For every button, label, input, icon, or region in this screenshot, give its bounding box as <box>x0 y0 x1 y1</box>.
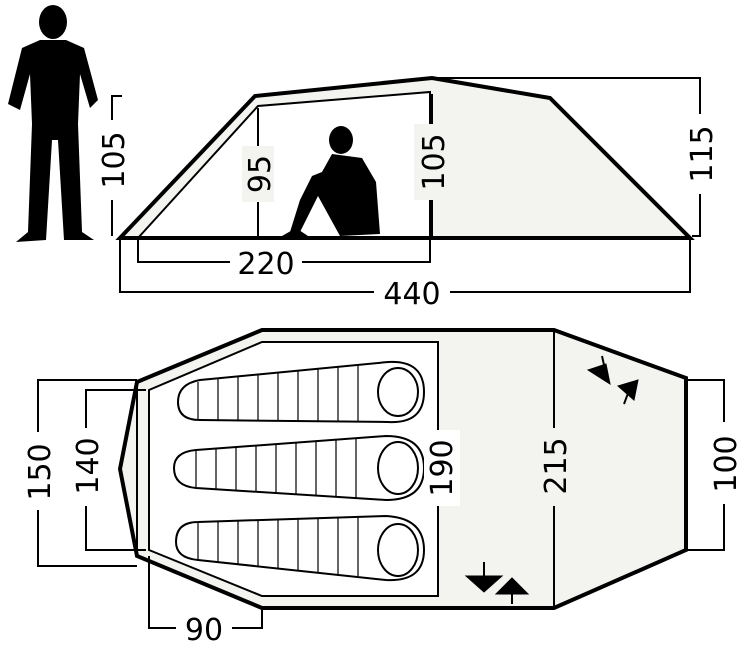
door-arrows-icon <box>586 355 639 405</box>
dim-side-left-height: 105 <box>96 95 132 236</box>
dim-side-inner-length: 220 <box>137 238 431 282</box>
dim-top-inner-length: 190 <box>424 430 460 506</box>
dim-top-end-width-inner-label: 140 <box>71 437 106 494</box>
dim-side-inner-height: 95 <box>242 108 278 236</box>
top-view: 150 140 190 215 100 90 <box>22 328 744 646</box>
dim-side-inner-peak: 105 <box>414 94 452 236</box>
dim-side-left-height-label: 105 <box>97 131 132 188</box>
sitting-person-icon <box>282 126 380 236</box>
side-view: 105 95 105 115 220 4 <box>8 5 720 312</box>
dim-side-inner-length-label: 220 <box>237 247 294 282</box>
dim-top-end-width-inner: 140 <box>70 389 146 551</box>
dim-side-inner-peak-label: 105 <box>417 133 452 190</box>
dim-top-vestibule: 90 <box>148 556 263 646</box>
sleeping-bag-icon <box>176 360 426 424</box>
dim-top-vestibule-label: 90 <box>185 613 223 646</box>
dim-side-inner-height-label: 95 <box>243 155 278 193</box>
dim-top-door-width-label: 100 <box>709 435 744 492</box>
dim-side-total-length-label: 440 <box>383 277 440 312</box>
dim-top-total-width: 215 <box>538 428 574 506</box>
dim-top-end-width-outer: 150 <box>22 379 137 567</box>
door-arrows-icon <box>464 562 530 604</box>
dim-side-peak-height-label: 115 <box>685 125 720 182</box>
dim-side-total-length: 440 <box>119 240 691 312</box>
dim-top-inner-length-label: 190 <box>425 439 460 496</box>
dim-top-door-width: 100 <box>688 379 744 551</box>
dim-side-peak-height: 115 <box>432 77 720 237</box>
standing-person-icon <box>8 5 98 242</box>
sleeping-bag-icon <box>174 514 426 582</box>
sleeping-bag-icon <box>172 434 426 502</box>
dim-top-total-width-label: 215 <box>539 437 574 494</box>
inner-tent-side-outline <box>137 90 431 239</box>
dim-top-end-width-outer-label: 150 <box>23 443 58 500</box>
